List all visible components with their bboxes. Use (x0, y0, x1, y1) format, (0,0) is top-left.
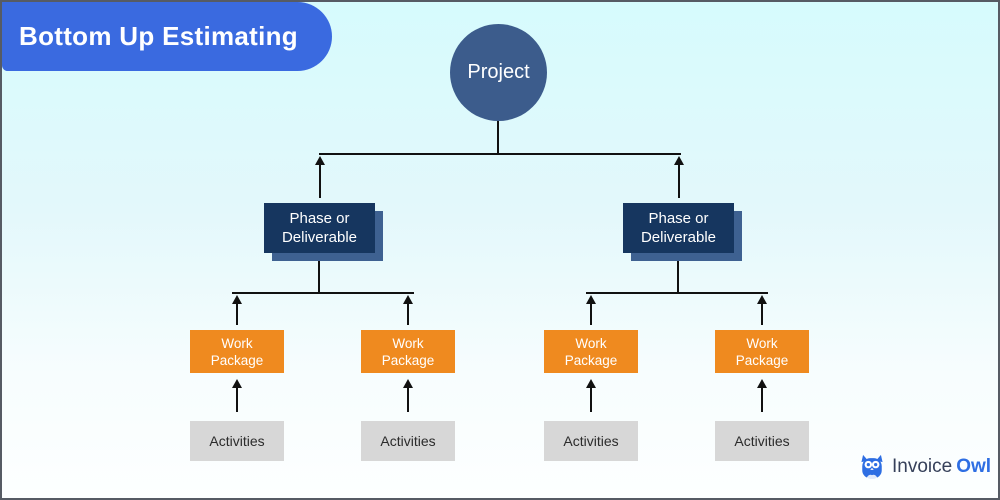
arrow-head-icon (232, 379, 242, 388)
work-package-node-2: Work Package (361, 330, 455, 373)
arrow-head-icon (757, 295, 767, 304)
arrow-head-icon (315, 156, 325, 165)
arrow-head-icon (403, 379, 413, 388)
phase-node-left: Phase or Deliverable (264, 203, 375, 253)
arrow-head-icon (586, 295, 596, 304)
arrow-up (673, 156, 685, 198)
phase-label-line1: Phase or (648, 210, 709, 227)
arrow-up (231, 379, 243, 412)
work-package-node-4: Work Package (715, 330, 809, 373)
activities-node-2: Activities (361, 421, 455, 461)
phase-label-line2: Deliverable (281, 229, 358, 246)
work-package-node-3: Work Package (544, 330, 638, 373)
page-title: Bottom Up Estimating (19, 21, 298, 51)
arrow-head-icon (586, 379, 596, 388)
arrow-head-icon (232, 295, 242, 304)
connector-line (497, 120, 499, 154)
title-banner: Bottom Up Estimating (2, 2, 332, 71)
activities-node-4: Activities (715, 421, 809, 461)
arrow-up (314, 156, 326, 198)
phase-label-line1: Phase or (289, 210, 350, 227)
project-node: Project (450, 24, 547, 121)
activities-node-1: Activities (190, 421, 284, 461)
project-label: Project (467, 61, 530, 83)
work-package-node-1: Work Package (190, 330, 284, 373)
arrow-up (402, 379, 414, 412)
phase-node-right: Phase or Deliverable (623, 203, 734, 253)
arrow-up (585, 295, 597, 325)
arrow-up (402, 295, 414, 325)
arrow-up (231, 295, 243, 325)
connector-line (232, 292, 414, 294)
activities-node-3: Activities (544, 421, 638, 461)
connector-line (586, 292, 768, 294)
arrow-up (756, 379, 768, 412)
logo-text-invoice: Invoice (892, 456, 953, 477)
owl-icon (859, 454, 885, 480)
arrow-up (756, 295, 768, 325)
connector-line (677, 253, 679, 294)
arrow-up (585, 379, 597, 412)
logo-text-owl: Owl (956, 456, 992, 477)
phase-label-line2: Deliverable (640, 229, 717, 246)
arrow-head-icon (674, 156, 684, 165)
connector-line (319, 153, 681, 155)
arrow-head-icon (757, 379, 767, 388)
connector-line (318, 253, 320, 294)
invoiceowl-logo: Invoice Owl (859, 454, 991, 480)
arrow-head-icon (403, 295, 413, 304)
